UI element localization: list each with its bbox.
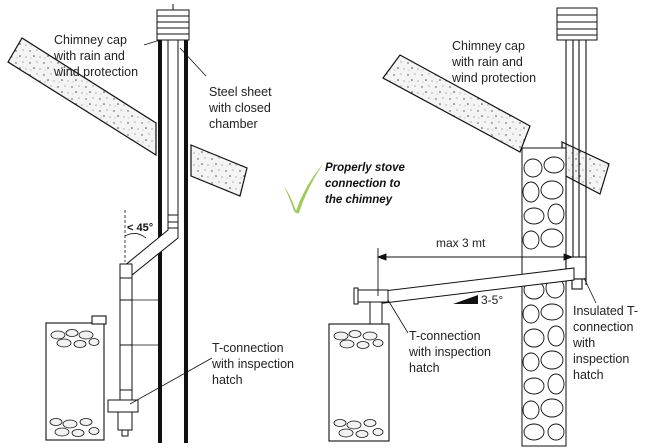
right-dimension-line (376, 248, 574, 296)
slope-wedge (453, 295, 478, 304)
right-insulated-tconn-label: Insulated T- connection with inspection … (573, 304, 639, 382)
left-tconn-label: T-connection with inspection hatch (212, 341, 294, 387)
left-chimney-cap (156, 4, 190, 41)
left-angle-label: < 45° (127, 222, 154, 234)
left-flue-pipe (107, 221, 179, 437)
check-icon (284, 164, 323, 214)
right-leader-lines (387, 277, 597, 334)
right-cap-label: Chimney cap with rain and wind protectio… (452, 39, 537, 85)
max-distance-label: max 3 mt (436, 236, 486, 250)
left-steel-liner (167, 40, 179, 222)
left-roof (7, 37, 248, 197)
right-flue-pipe (353, 267, 575, 325)
right-note: Properly stove connection to the chimney (325, 162, 405, 206)
right-stone-wall (521, 147, 567, 447)
right-tconn-label: T-connection with inspection hatch (409, 329, 491, 375)
right-stove (328, 323, 390, 442)
left-leader-lines (129, 39, 213, 405)
slope-label: 3-5° (481, 293, 504, 307)
right-chimney-cap (556, 7, 598, 41)
left-stove (45, 315, 107, 441)
left-steel-label: Steel sheet with closed chamber (209, 85, 272, 131)
left-angle-guide (124, 210, 147, 262)
left-cap-label: Chimney cap with rain and wind protectio… (54, 33, 139, 79)
